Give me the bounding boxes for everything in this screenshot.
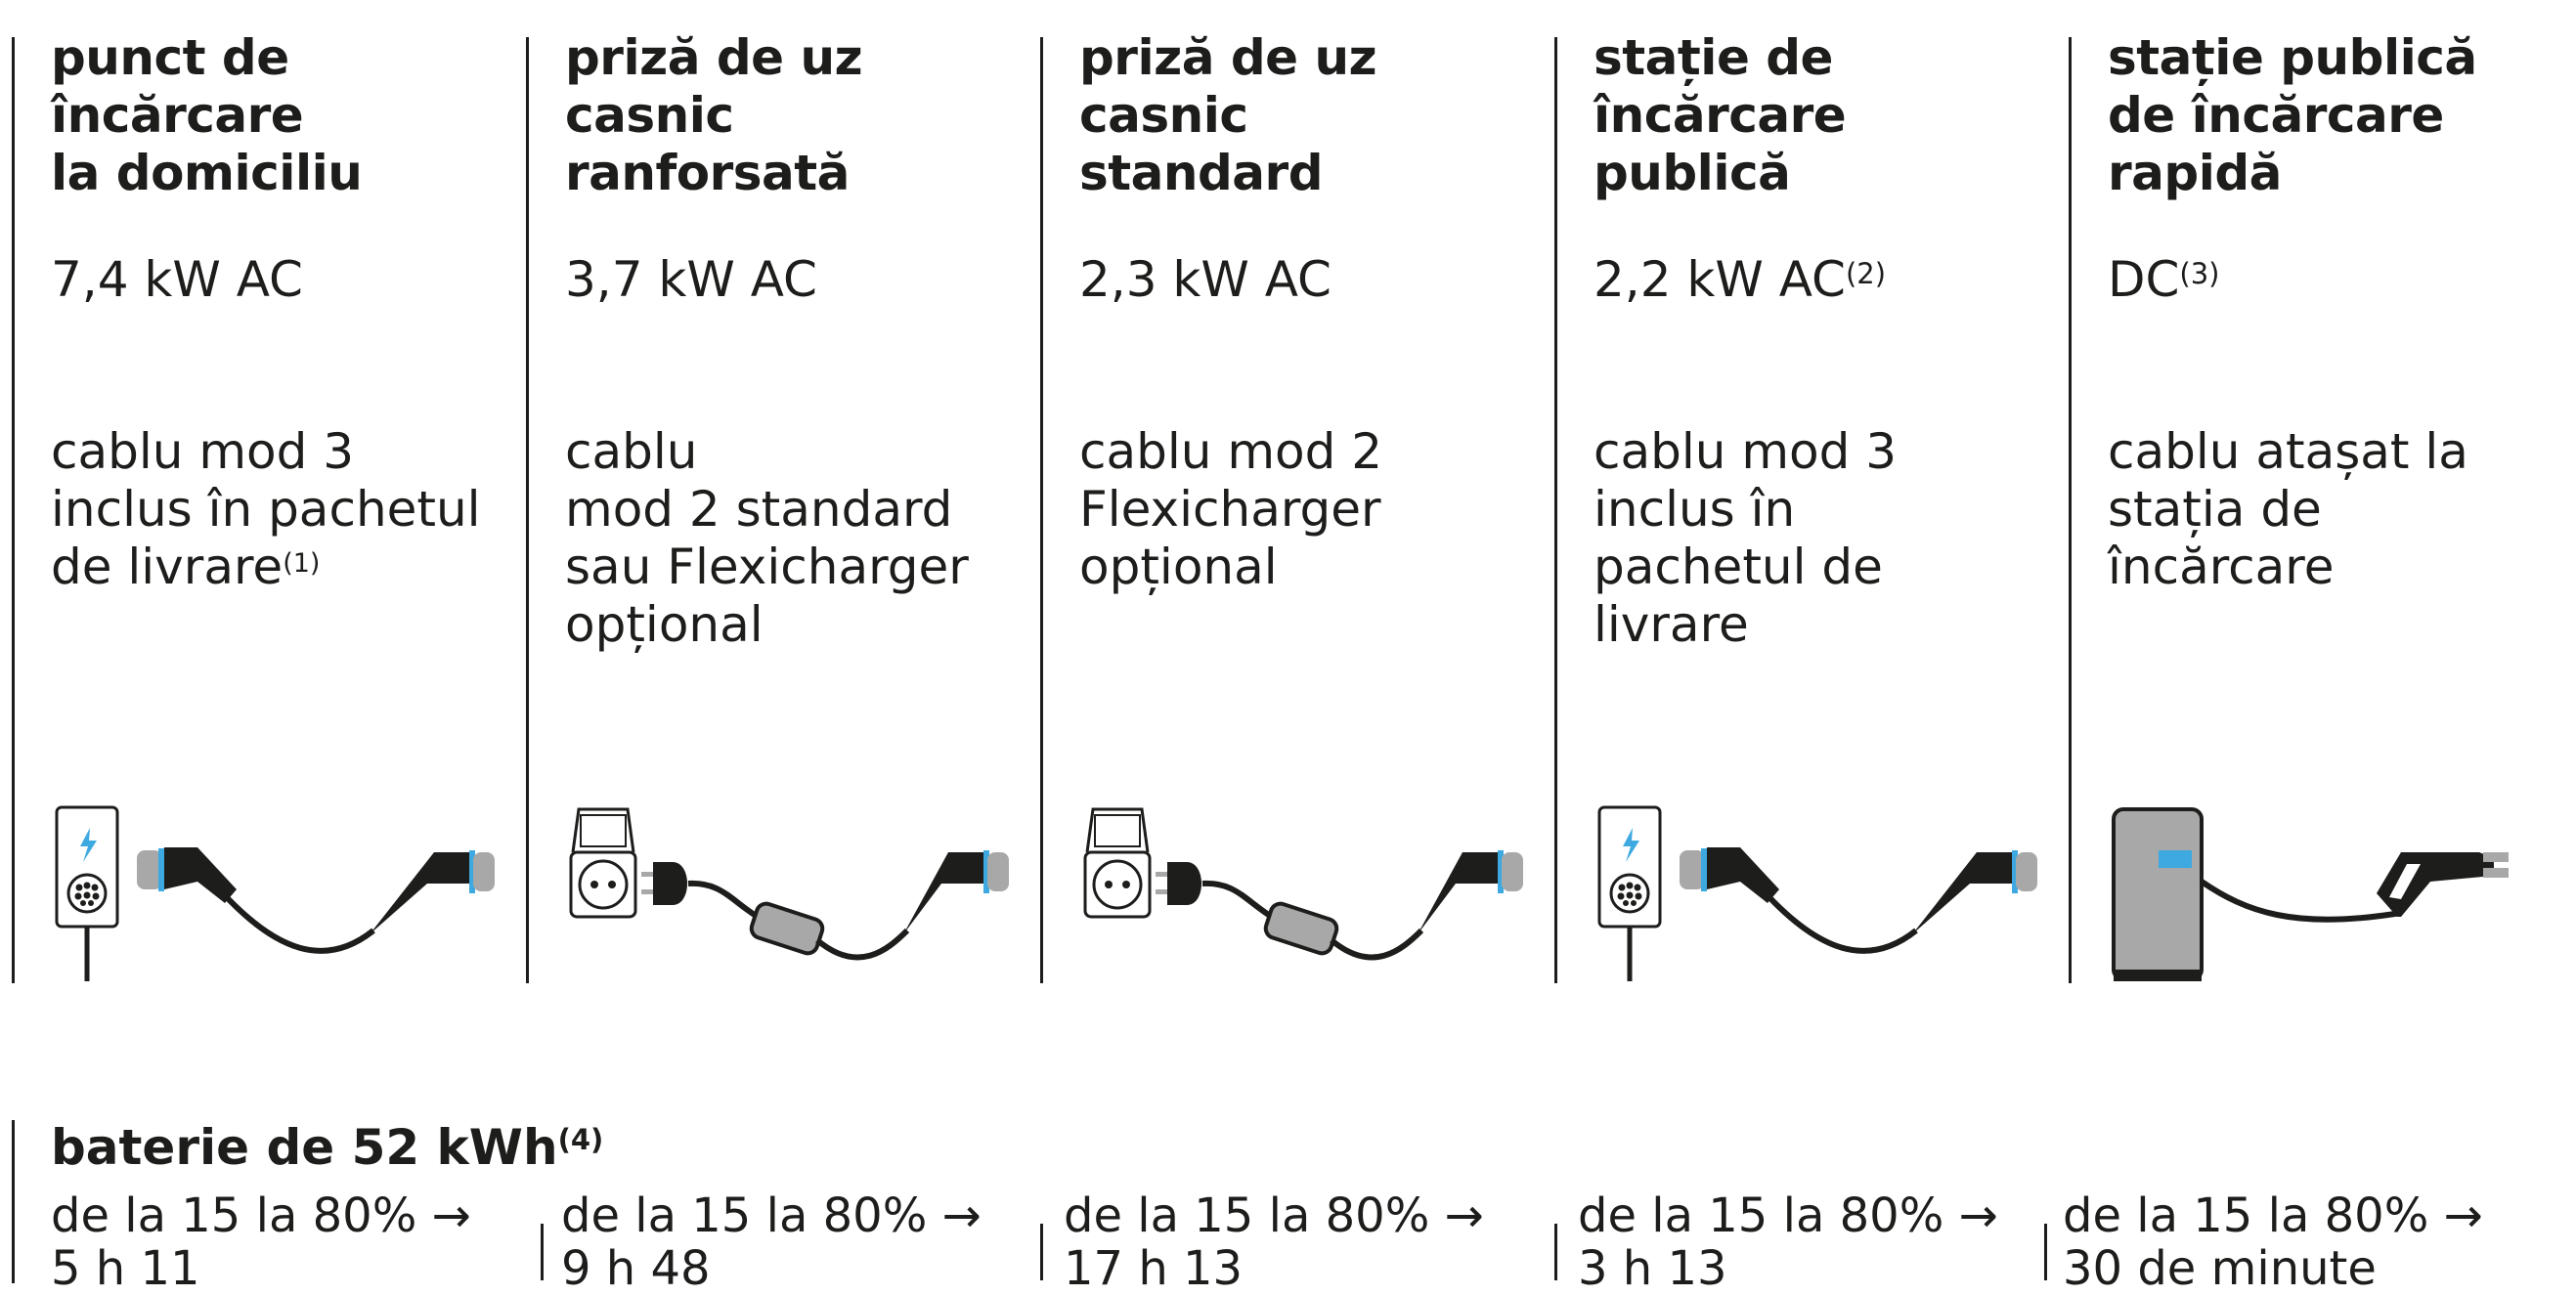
socket-flexicharger-icon bbox=[569, 807, 1009, 961]
option-power: DC(3) bbox=[2108, 251, 2220, 308]
charging-option-home-point: punct de încărcare la domiciliu bbox=[51, 29, 549, 202]
option-cable-description: cablu mod 2 standard sau Flexicharger op… bbox=[565, 423, 969, 653]
time-divider bbox=[541, 1224, 544, 1280]
time-divider bbox=[1040, 1224, 1043, 1280]
column-divider bbox=[12, 37, 15, 983]
time-divider bbox=[1554, 1224, 1557, 1280]
wallbox-cable-icon bbox=[1597, 805, 2037, 981]
battery-divider bbox=[12, 1120, 15, 1283]
option-title: stație de încărcare publică bbox=[1594, 29, 1847, 201]
column-divider bbox=[526, 37, 529, 983]
socket-flexicharger-icon bbox=[1083, 807, 1523, 961]
charge-time: de la 15 la 80% → 9 h 48 bbox=[561, 1188, 982, 1296]
option-cable-description: cablu mod 2 Flexicharger opțional bbox=[1079, 423, 1383, 595]
option-title: priză de uz casnic ranforsată bbox=[565, 29, 863, 201]
dc-fast-charger-icon bbox=[2112, 807, 2509, 981]
charge-time: de la 15 la 80% → 30 de minute bbox=[2063, 1188, 2483, 1296]
wallbox-cable-icon bbox=[55, 805, 495, 981]
charging-option-fast-dc: stație publică de încărcare rapidă bbox=[2108, 29, 2576, 202]
option-power: 7,4 kW AC bbox=[51, 251, 303, 308]
charge-time: de la 15 la 80% → 17 h 13 bbox=[1064, 1188, 1484, 1296]
time-divider bbox=[2044, 1224, 2047, 1280]
charge-time: de la 15 la 80% → 5 h 11 bbox=[51, 1188, 471, 1296]
option-power: 3,7 kW AC bbox=[565, 251, 817, 308]
charge-time: de la 15 la 80% → 3 h 13 bbox=[1578, 1188, 1998, 1296]
column-divider bbox=[2069, 37, 2072, 983]
option-title: punct de încărcare la domiciliu bbox=[51, 29, 363, 201]
option-cable-description: cablu mod 3 inclus în pachetul de livrar… bbox=[51, 423, 481, 595]
charging-option-standard-socket: priză de uz casnic standard bbox=[1079, 29, 1578, 202]
option-cable-description: cablu mod 3 inclus în pachetul de livrar… bbox=[1594, 423, 1898, 653]
column-divider bbox=[1554, 37, 1557, 983]
option-title: priză de uz casnic standard bbox=[1079, 29, 1377, 201]
charging-option-reinforced-socket: priză de uz casnic ranforsată bbox=[565, 29, 1064, 202]
column-divider bbox=[1040, 37, 1043, 983]
battery-heading: baterie de 52 kWh(4) bbox=[51, 1119, 604, 1176]
option-cable-description: cablu atașat la stația de încărcare bbox=[2108, 423, 2468, 595]
option-power: 2,3 kW AC bbox=[1079, 251, 1332, 308]
option-title: stație publică de încărcare rapidă bbox=[2108, 29, 2477, 201]
option-power: 2,2 kW AC(2) bbox=[1594, 251, 1887, 308]
charging-option-public-station: stație de încărcare publică bbox=[1594, 29, 2092, 202]
